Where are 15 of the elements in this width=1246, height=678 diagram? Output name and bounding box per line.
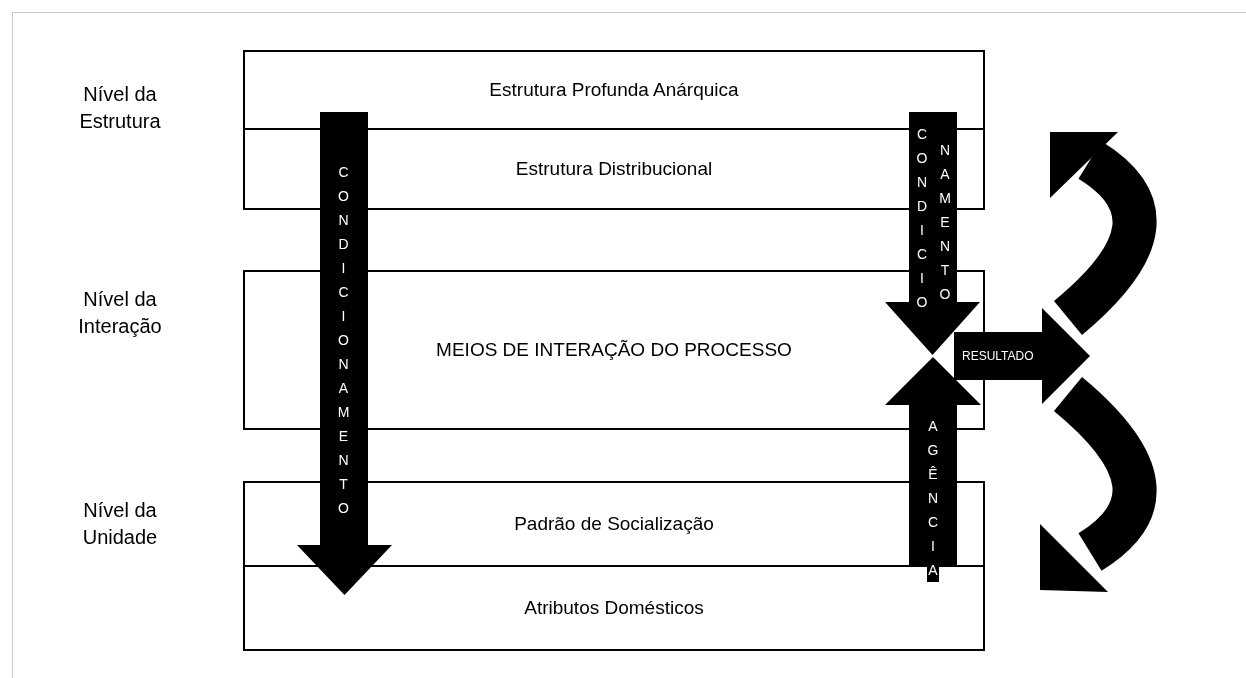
block-arrow (885, 357, 981, 567)
arrow-label: RESULTADO (962, 348, 1034, 365)
arrow-label: NAMENTO (939, 141, 952, 304)
box-label: Atributos Domésticos (524, 595, 704, 620)
level-box (243, 50, 985, 130)
level-label: Nível da Interação (77, 287, 163, 339)
level-box (243, 565, 985, 651)
box-label: MEIOS DE INTERAÇÃO DO PROCESSO (436, 337, 792, 362)
box-label: Padrão de Socialização (514, 511, 714, 536)
arrow-label: CONDICIO (916, 125, 929, 312)
arrow-label: CONDICIONAMENTO (337, 163, 350, 518)
box-label: Estrutura Profunda Anárquica (489, 77, 739, 102)
level-label: Nível da Unidade (81, 497, 159, 550)
level-label: Nível da Estrutura (78, 81, 162, 134)
box-label: Estrutura Distribucional (515, 156, 713, 181)
